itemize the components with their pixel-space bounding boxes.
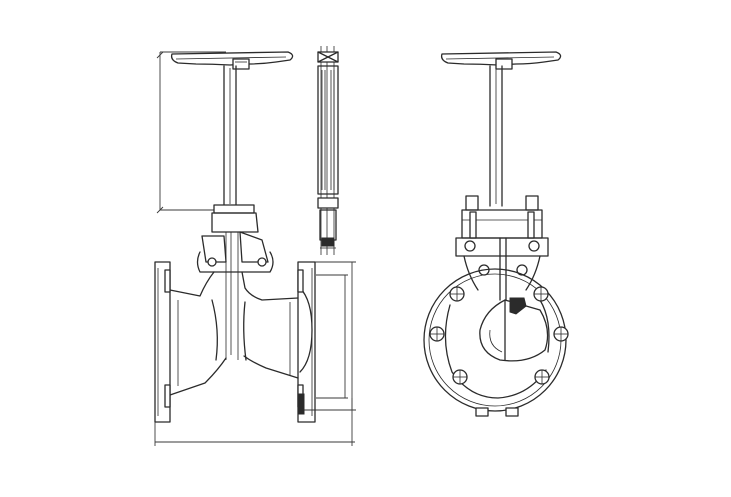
side-view xyxy=(423,51,569,417)
front-stem xyxy=(223,65,237,207)
front-dimension-lines xyxy=(154,51,356,446)
side-feet xyxy=(475,407,519,417)
front-bonnet xyxy=(196,204,274,360)
side-bonnet xyxy=(455,195,549,301)
front-body xyxy=(154,261,316,423)
side-bolt-holes xyxy=(429,286,569,385)
side-stem xyxy=(489,65,503,207)
side-handwheel xyxy=(440,51,562,70)
front-handwheel xyxy=(170,51,294,70)
side-gate-wedge xyxy=(479,297,549,362)
front-view xyxy=(154,51,356,446)
front-flange-bolts xyxy=(164,269,305,415)
stem-detail-view xyxy=(317,46,339,255)
